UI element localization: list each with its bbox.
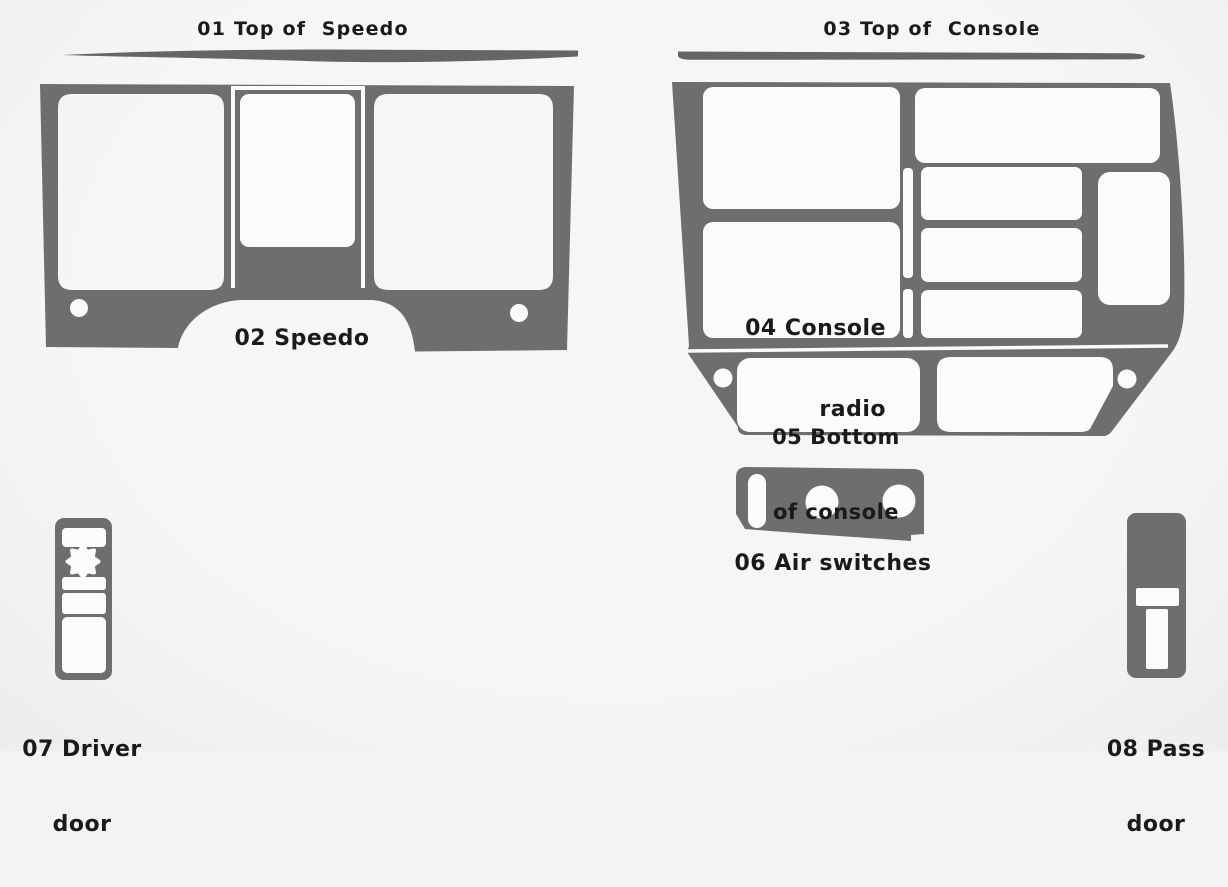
label-part-06: 06 Air switches <box>734 551 932 576</box>
label-part-04-line2: radio <box>819 397 886 422</box>
console-radio-cutout <box>703 222 900 338</box>
pass-door-upper-cutout <box>1136 588 1179 606</box>
part-08-pass-door-shape <box>1127 513 1186 678</box>
bottom-console-right-hole <box>1117 369 1137 389</box>
speedo-left-hole <box>70 299 88 317</box>
part-02-speedo-shape <box>40 84 574 352</box>
console-upper-right-cutout <box>915 88 1160 163</box>
label-part-05-line1: 05 Bottom <box>772 425 900 449</box>
driver-door-slot-2 <box>62 593 106 614</box>
part-03-top-of-console-shape <box>678 51 1146 60</box>
label-part-02: 02 Speedo <box>234 326 370 351</box>
label-part-05-line2: of console <box>772 500 900 524</box>
part-06-air-switches-shape <box>736 467 924 541</box>
console-slot-lower <box>903 289 913 338</box>
speedo-right-hole <box>510 304 528 322</box>
part-03-console-body-shape <box>672 82 1185 437</box>
console-upper-left-cutout <box>703 87 900 209</box>
cluster-center-cutout <box>240 94 355 247</box>
part-01-top-of-speedo-shape <box>63 49 578 63</box>
label-part-07-line1: 07 Driver <box>22 737 142 762</box>
air-switches-hole-1 <box>805 485 839 519</box>
diagram-canvas <box>40 49 1186 680</box>
console-row2-cutout <box>921 228 1082 282</box>
speedo-top-strip <box>63 49 578 63</box>
bottom-console-right-cutout <box>937 357 1113 432</box>
air-switches-slot <box>748 474 766 528</box>
label-part-04-line1: 04 Console <box>745 316 886 341</box>
label-part-08: 08 Pass door <box>1107 687 1205 887</box>
dash-kit-diagram: 01 Top of Speedo 03 Top of Console 02 Sp… <box>0 0 1228 837</box>
part-07-driver-door-shape <box>55 518 112 680</box>
console-top-strip <box>678 51 1146 60</box>
console-slot-upper <box>903 168 913 278</box>
label-part-08-line1: 08 Pass <box>1106 737 1206 762</box>
label-part-07-line2: door <box>52 812 112 837</box>
label-part-01: 01 Top of Speedo <box>197 18 409 40</box>
label-part-08-line2: door <box>1126 812 1186 837</box>
driver-door-bottom-cutout <box>62 617 106 673</box>
driver-door-slot-1 <box>62 577 106 590</box>
console-row1-cutout <box>921 167 1082 220</box>
label-part-07: 07 Driver door <box>22 687 142 887</box>
bottom-console-left-hole <box>713 368 733 388</box>
driver-door-star-cutout <box>65 544 101 579</box>
label-part-04: 04 Console radio <box>703 261 886 477</box>
air-switches-hole-2 <box>882 484 916 518</box>
label-part-03: 03 Top of Console <box>823 18 1041 40</box>
console-far-right-cutout <box>1098 172 1170 305</box>
console-row3-cutout <box>921 290 1082 338</box>
label-part-05: 05 Bottom of console <box>772 375 900 575</box>
console-bottom-separation <box>686 344 1169 353</box>
driver-door-top-cutout <box>62 528 106 547</box>
pass-door-lower-cutout <box>1146 609 1168 669</box>
bottom-console-left-cutout <box>737 358 920 432</box>
